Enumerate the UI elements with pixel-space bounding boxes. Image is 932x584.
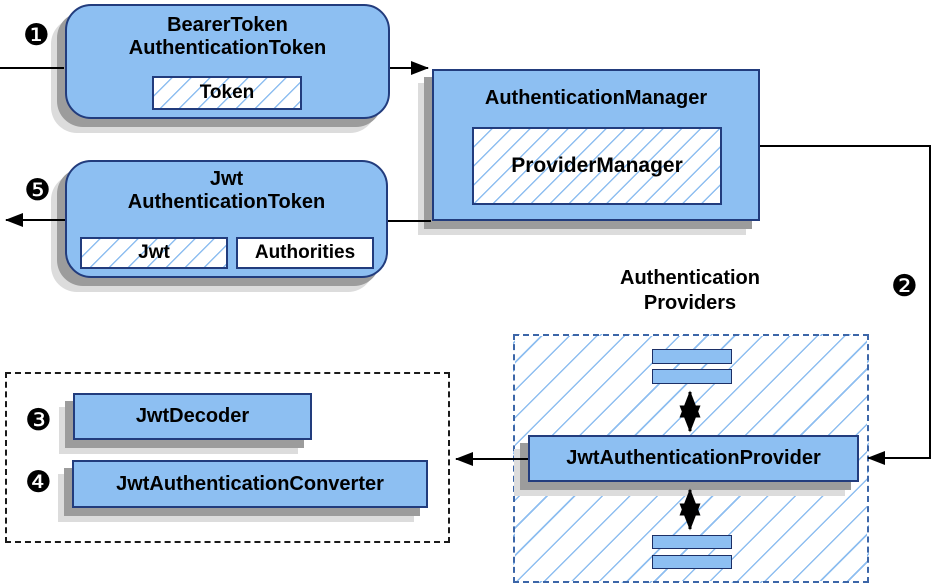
bearer-token-authentication-token-box: BearerToken AuthenticationToken Token — [65, 4, 390, 119]
token-chip-label: Token — [199, 82, 255, 103]
jwt-authentication-token-box: Jwt AuthenticationToken Jwt Authorities — [65, 160, 388, 278]
jwt-authentication-provider-label: JwtAuthenticationProvider — [566, 447, 821, 469]
step-4-badge: ❹ — [25, 465, 52, 500]
jwt-decoder-box: JwtDecoder — [73, 393, 312, 440]
other-provider-bar — [652, 555, 732, 569]
other-provider-bar — [652, 369, 732, 384]
bearer-token-title-line2: AuthenticationToken — [128, 37, 327, 59]
providers-label-line2: Providers — [643, 292, 737, 314]
step-1-badge: ❶ — [23, 18, 50, 53]
authorities-chip-label: Authorities — [254, 242, 356, 263]
jwt-support-components-container — [5, 372, 450, 543]
jwt-token-title-line1: Jwt — [209, 168, 244, 190]
provider-manager-label: ProviderManager — [511, 154, 683, 177]
jwt-chip: Jwt — [80, 237, 228, 269]
providers-label-line1: Authentication — [620, 267, 760, 289]
jwt-token-title-line2: AuthenticationToken — [127, 191, 326, 213]
other-provider-bar — [652, 349, 732, 364]
jwt-authentication-provider-box: JwtAuthenticationProvider — [528, 435, 859, 482]
jwt-authentication-converter-label: JwtAuthenticationConverter — [116, 472, 384, 495]
token-chip: Token — [152, 76, 302, 110]
authorities-chip: Authorities — [236, 237, 374, 269]
jwt-decoder-label: JwtDecoder — [135, 405, 250, 427]
authentication-manager-box: AuthenticationManager ProviderManager — [432, 69, 760, 221]
authentication-manager-title: AuthenticationManager — [484, 87, 708, 109]
authentication-providers-label: Authentication Providers — [570, 266, 810, 316]
jwt-authentication-converter-box: JwtAuthenticationConverter — [72, 460, 428, 508]
other-provider-bar — [652, 535, 732, 549]
step-2-badge: ❷ — [891, 269, 918, 304]
step-3-badge: ❸ — [25, 403, 52, 438]
step-5-badge: ❺ — [24, 173, 51, 208]
provider-manager-chip: ProviderManager — [472, 127, 722, 205]
jwt-chip-label: Jwt — [138, 242, 170, 263]
bearer-token-title-line1: BearerToken — [167, 14, 288, 36]
